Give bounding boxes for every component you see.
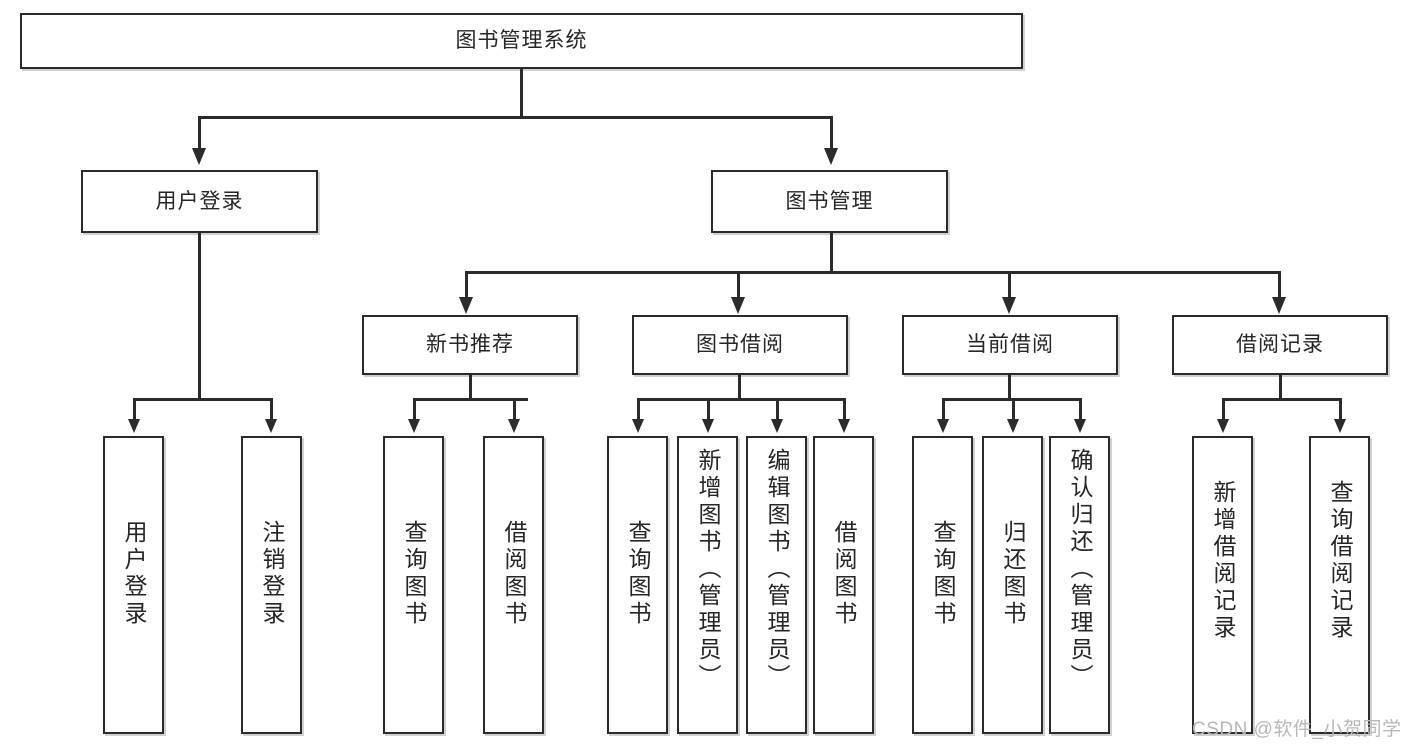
- node-label: 注销登录: [259, 520, 285, 628]
- node-leaf-query-book-2[interactable]: 查询图书: [607, 436, 668, 734]
- node-leaf-user-login[interactable]: 用户登录: [103, 436, 164, 734]
- node-label: 查询图书: [401, 520, 427, 628]
- node-leaf-add-borrow-record[interactable]: 新增借阅记录: [1192, 436, 1253, 734]
- arrowhead-leaf-query-book-2: [632, 419, 644, 433]
- node-leaf-query-book-3[interactable]: 查询图书: [912, 436, 973, 734]
- arrowhead-leaf-query-book-3: [937, 419, 949, 433]
- csdn-watermark: CSDN @软件_小贺同学: [1192, 719, 1402, 740]
- node-label: 借阅图书: [831, 520, 857, 628]
- node-label: 查询借阅记录: [1327, 480, 1353, 642]
- node-new-book-recommend[interactable]: 新书推荐: [362, 315, 578, 375]
- arrowhead-leaf-query-borrow-record: [1334, 419, 1346, 433]
- arrowhead-borrow-record: [1272, 297, 1286, 314]
- connector-bb-leaf-3: [776, 398, 779, 420]
- node-leaf-return-book[interactable]: 归还图书: [982, 436, 1043, 734]
- node-leaf-confirm-return-admin[interactable]: 确认归还（管理员）: [1049, 436, 1110, 734]
- connector-borrow-record-stem: [1279, 375, 1282, 400]
- node-leaf-query-borrow-record[interactable]: 查询借阅记录: [1309, 436, 1370, 734]
- connector-br-leaf-2: [1339, 398, 1342, 420]
- connector-bb-leaf-4: [843, 398, 846, 420]
- connector-root-bus: [198, 116, 832, 119]
- connector-user-login-bus: [133, 398, 270, 401]
- node-leaf-add-book-admin[interactable]: 新增图书（管理员）: [677, 436, 738, 734]
- node-label: 编辑图书（管理员）: [764, 448, 790, 691]
- connector-current-borrow-stem: [1008, 375, 1011, 400]
- connector-new-book-recommend-stem: [469, 375, 472, 400]
- arrowhead-leaf-query-book-1: [408, 419, 420, 433]
- connector-new-book-recommend-bus: [413, 398, 528, 401]
- node-label: 图书借阅: [696, 333, 784, 357]
- arrowhead-leaf-user-logout: [265, 419, 277, 433]
- node-label: 用户登录: [121, 520, 147, 628]
- node-leaf-borrow-book-1[interactable]: 借阅图书: [483, 436, 544, 734]
- connector-to-book-borrow: [737, 271, 740, 298]
- node-root-book-management-system[interactable]: 图书管理系统: [20, 13, 1023, 69]
- connector-borrow-record-bus: [1222, 398, 1339, 401]
- connector-book-borrow-stem: [738, 375, 741, 400]
- arrowhead-leaf-borrow-book-1: [508, 419, 520, 433]
- connector-to-new-book-recommend: [465, 271, 468, 298]
- node-user-login[interactable]: 用户登录: [81, 170, 318, 233]
- node-label: 图书管理: [785, 189, 874, 213]
- node-leaf-edit-book-admin[interactable]: 编辑图书（管理员）: [746, 436, 807, 734]
- connector-bb-leaf-2: [707, 398, 710, 420]
- arrowhead-new-book-recommend: [459, 297, 473, 314]
- node-leaf-borrow-book-2[interactable]: 借阅图书: [813, 436, 874, 734]
- arrowhead-current-borrow: [1002, 297, 1016, 314]
- connector-book-management-stem: [830, 233, 833, 273]
- connector-nbr-leaf-1: [413, 398, 416, 420]
- node-label: 用户登录: [155, 189, 244, 213]
- node-borrow-record[interactable]: 借阅记录: [1172, 315, 1388, 375]
- connector-to-current-borrow: [1008, 271, 1011, 298]
- node-label: 借阅图书: [501, 520, 527, 628]
- arrowhead-leaf-add-borrow-record: [1217, 419, 1229, 433]
- arrowhead-to-book-management: [824, 148, 838, 165]
- node-label: 借阅记录: [1236, 333, 1324, 357]
- node-book-management[interactable]: 图书管理: [711, 170, 948, 233]
- connector-level2-bus: [465, 271, 1281, 274]
- node-leaf-query-book-1[interactable]: 查询图书: [383, 436, 444, 734]
- arrowhead-leaf-borrow-book-2: [838, 419, 850, 433]
- arrowhead-leaf-user-login: [128, 419, 140, 433]
- connector-root-stem: [520, 69, 523, 117]
- connector-cb-leaf-3: [1079, 398, 1082, 420]
- connector-cb-leaf-2: [1012, 398, 1015, 420]
- node-label: 新书推荐: [426, 333, 514, 357]
- arrowhead-to-user-login: [192, 148, 206, 165]
- node-label: 新增图书（管理员）: [695, 448, 721, 691]
- arrowhead-book-borrow: [731, 297, 745, 314]
- node-label: 确认归还（管理员）: [1067, 448, 1093, 691]
- connector-root-to-user-login: [198, 116, 201, 149]
- node-label: 查询图书: [625, 520, 651, 628]
- arrowhead-leaf-edit-book-admin: [771, 419, 783, 433]
- node-label: 当前借阅: [966, 333, 1054, 357]
- connector-to-borrow-record: [1278, 271, 1281, 298]
- connector-br-leaf-1: [1222, 398, 1225, 420]
- node-label: 查询图书: [930, 520, 956, 628]
- node-label: 图书管理系统: [455, 29, 588, 53]
- connector-bb-leaf-1: [637, 398, 640, 420]
- connector-book-borrow-bus: [637, 398, 844, 401]
- node-book-borrow[interactable]: 图书借阅: [632, 315, 848, 375]
- connector-current-borrow-bus: [942, 398, 1079, 401]
- node-label: 归还图书: [1000, 520, 1026, 628]
- connector-user-login-stem: [198, 233, 201, 400]
- node-leaf-user-logout[interactable]: 注销登录: [241, 436, 302, 734]
- connector-nbr-leaf-2: [513, 398, 516, 420]
- connector-cb-leaf-1: [942, 398, 945, 420]
- arrowhead-leaf-return-book: [1007, 419, 1019, 433]
- node-current-borrow[interactable]: 当前借阅: [902, 315, 1118, 375]
- connector-user-login-to-leaf-2: [270, 398, 273, 420]
- node-label: 新增借阅记录: [1210, 480, 1236, 642]
- arrowhead-leaf-add-book-admin: [702, 419, 714, 433]
- arrowhead-leaf-confirm-return-admin: [1074, 419, 1086, 433]
- connector-root-to-book-management: [830, 116, 833, 149]
- connector-user-login-to-leaf-1: [133, 398, 136, 420]
